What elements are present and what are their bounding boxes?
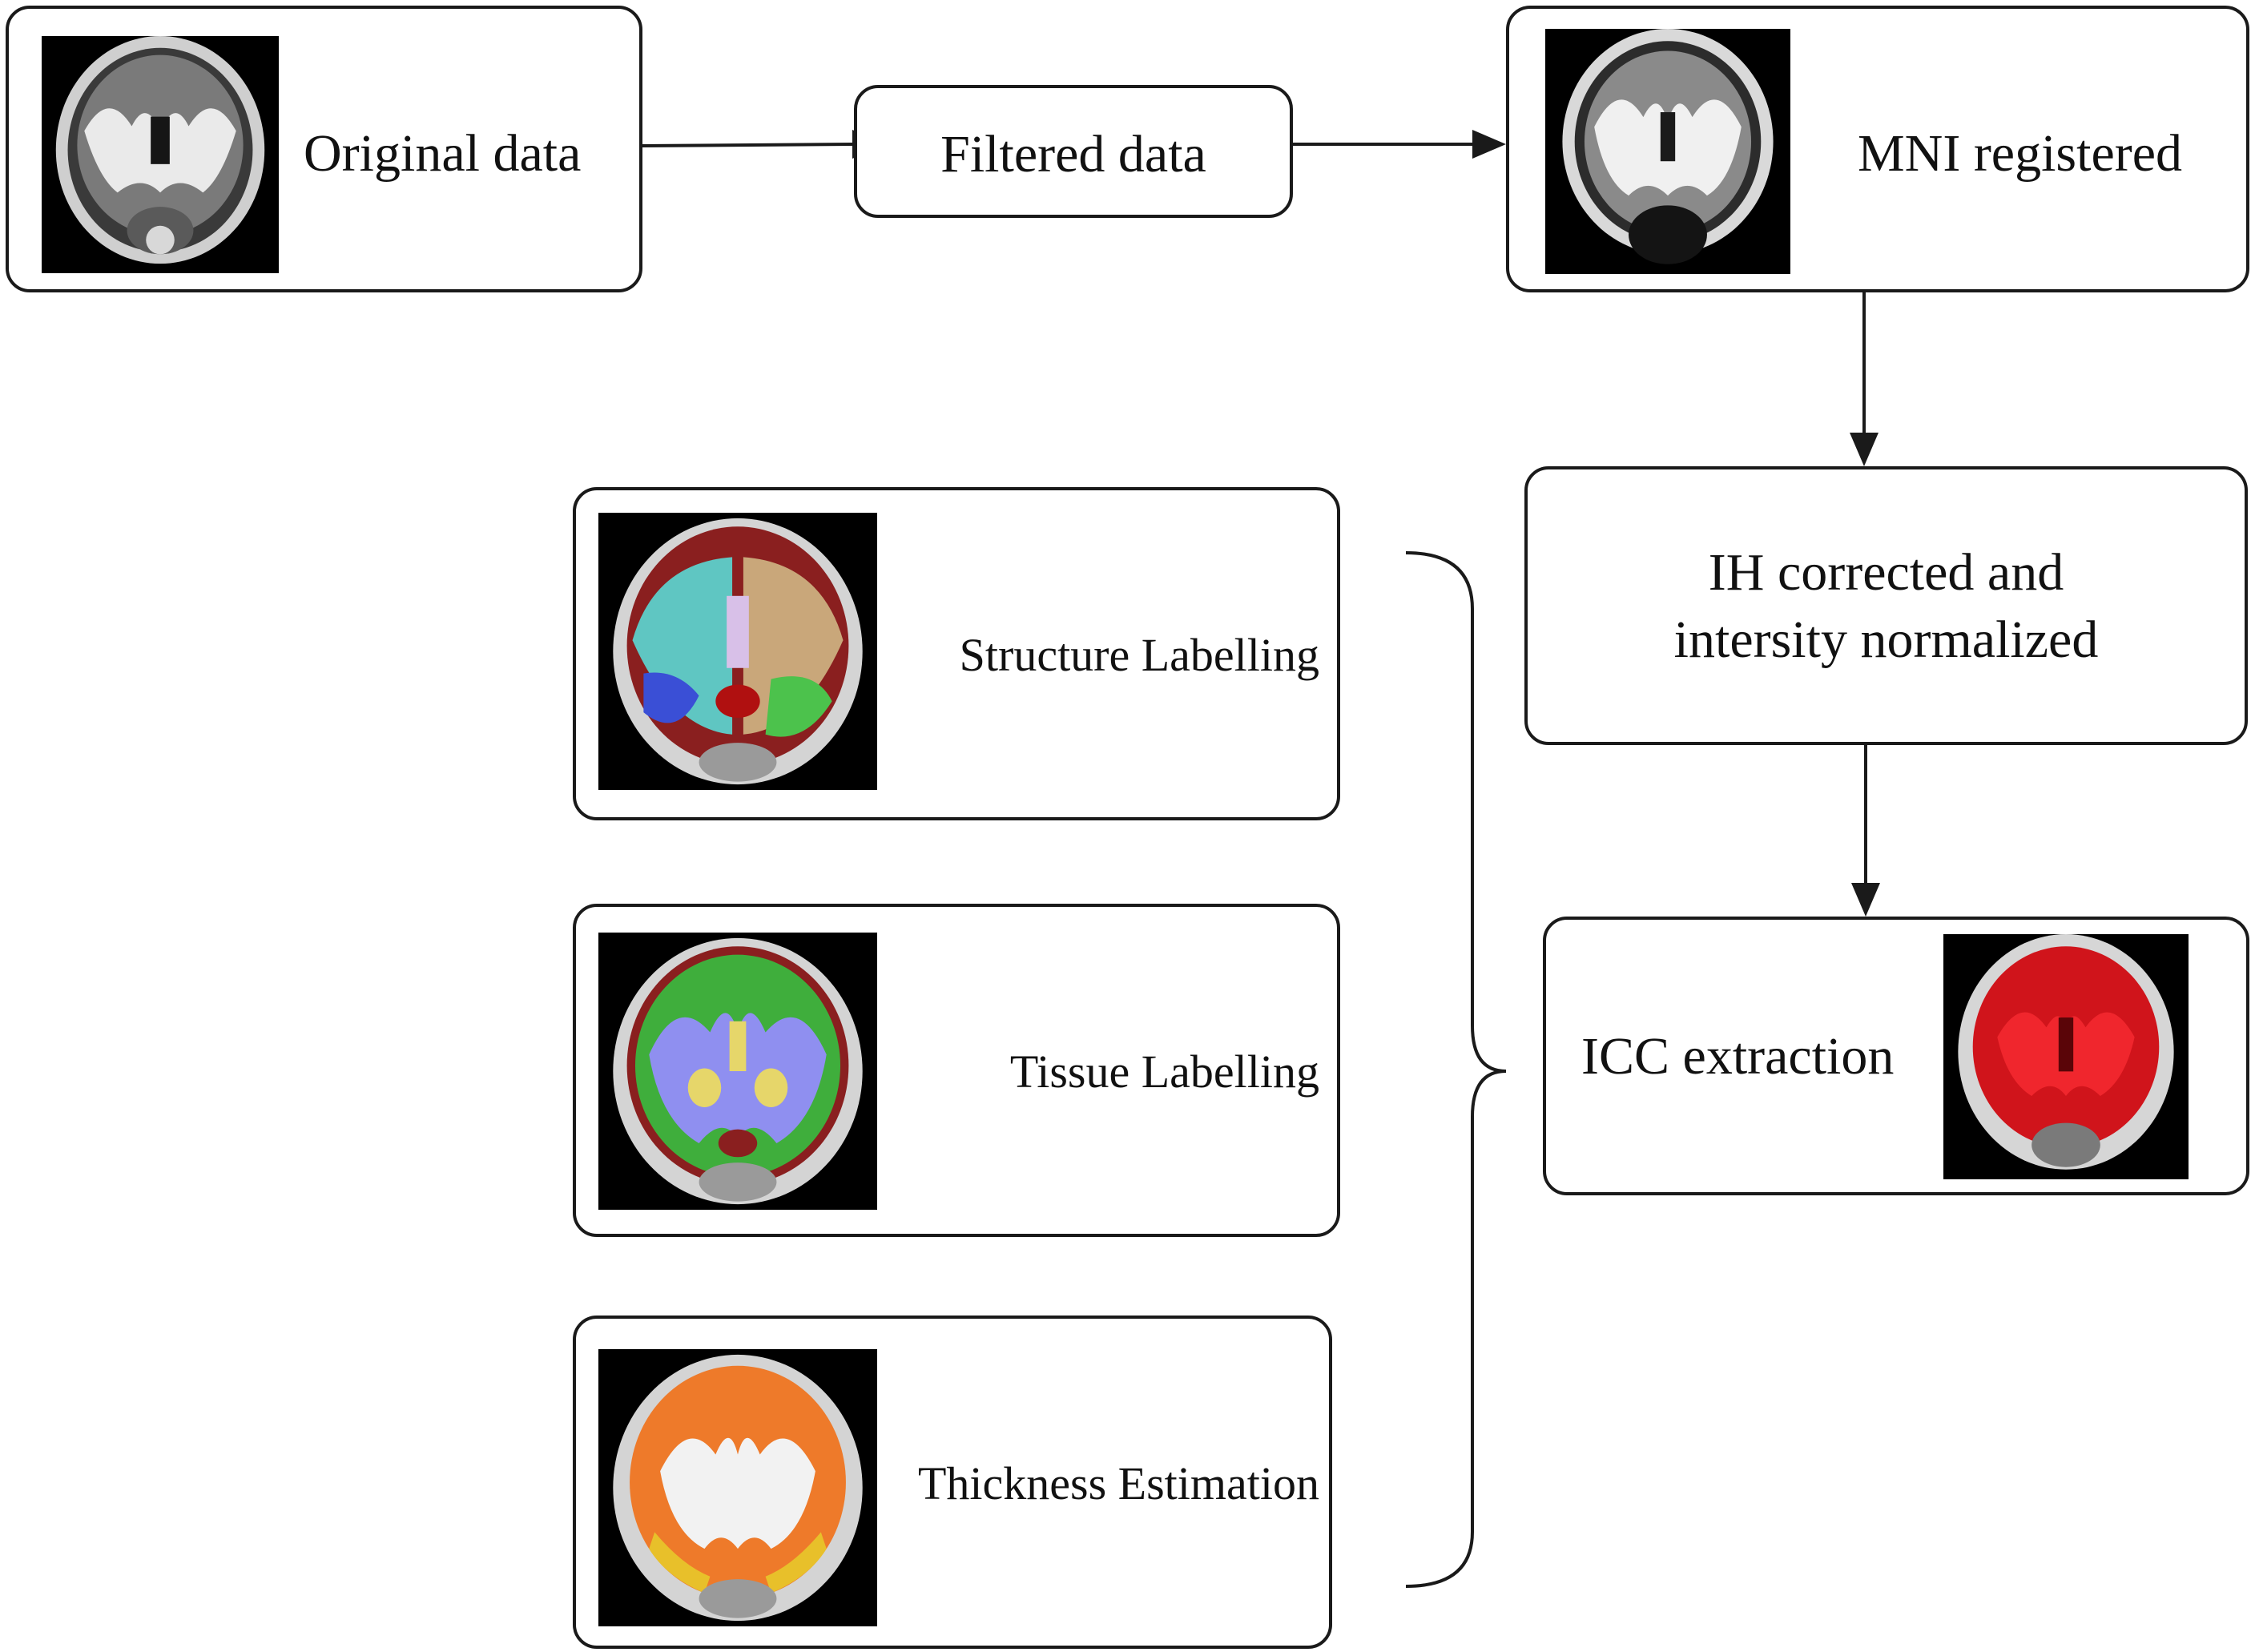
mri-icc-mask-red-image xyxy=(1943,934,2189,1179)
edge-ih-to-icc xyxy=(1851,745,1880,917)
mri-coronal-raw-image xyxy=(42,36,279,273)
edge-filtered-to-mni xyxy=(1293,130,1506,159)
edge-mni-to-ih xyxy=(1850,292,1878,466)
node-filtered-data[interactable]: Filtered data xyxy=(854,85,1293,218)
mri-structure-labels-image xyxy=(598,513,877,790)
node-mni-registered-label: MNI registered xyxy=(1858,124,2183,183)
node-thickness-estimation-label: Thickness Estimation xyxy=(918,1457,1319,1509)
edge-icc-to-outputs-brace xyxy=(1405,551,1507,1588)
node-filtered-data-label: Filtered data xyxy=(940,125,1206,183)
node-structure-labelling-label: Structure Labelling xyxy=(959,629,1319,681)
mri-thickness-map-image xyxy=(598,1349,877,1626)
node-thickness-estimation[interactable]: Thickness Estimation xyxy=(573,1316,1332,1649)
node-ih-corrected-label-line2: intersity normalized xyxy=(1673,610,2099,669)
node-tissue-labelling-label: Tissue Labelling xyxy=(1009,1046,1319,1098)
node-icc-extraction[interactable]: ICC extraction xyxy=(1543,917,2249,1195)
edge-original-to-filtered xyxy=(642,130,886,159)
mri-tissue-labels-image xyxy=(598,933,877,1210)
node-structure-labelling[interactable]: Structure Labelling xyxy=(573,487,1340,820)
node-ih-corrected[interactable]: IH corrected and intersity normalized xyxy=(1524,466,2248,745)
node-icc-extraction-label: ICC extraction xyxy=(1581,1027,1895,1086)
node-original-data-label: Original data xyxy=(304,124,582,183)
node-ih-corrected-label-line1: IH corrected and xyxy=(1708,543,2064,602)
mri-coronal-registered-image xyxy=(1545,29,1790,274)
node-mni-registered[interactable]: MNI registered xyxy=(1506,6,2249,292)
node-original-data[interactable]: Original data xyxy=(6,6,642,292)
node-tissue-labelling[interactable]: Tissue Labelling xyxy=(573,904,1340,1237)
